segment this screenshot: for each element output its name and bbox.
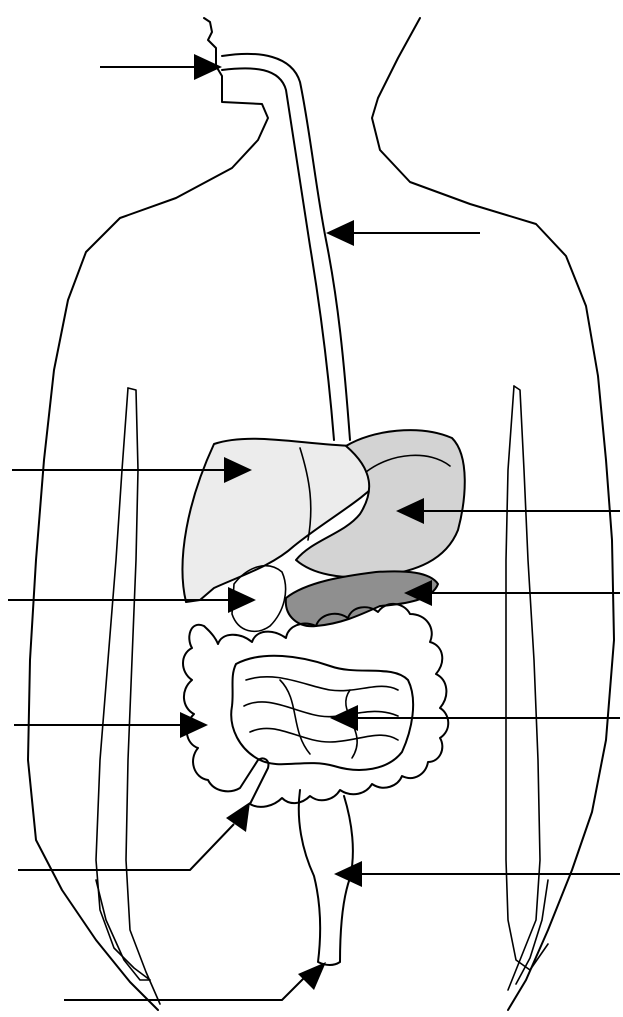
esophagus-outer (222, 54, 350, 440)
left-hand (96, 880, 150, 980)
small-intestine-loop-1 (246, 677, 398, 691)
small-intestine-loop-3 (250, 728, 398, 742)
left-inner-arm-edge (96, 388, 150, 980)
pointer-anus-arrowhead (298, 962, 326, 990)
pancreas (286, 571, 438, 626)
small-intestine-loop-2 (244, 702, 398, 717)
right-inner-arm-edge (506, 386, 548, 970)
pointer-large-intestine-arrowhead (180, 712, 208, 738)
large-intestine (183, 604, 448, 807)
esophagus (222, 54, 350, 440)
pointer-anus-line (64, 976, 306, 1000)
pointer-small-intestine-arrowhead (330, 705, 358, 731)
small-intestine (231, 656, 413, 770)
right-inner-arm (508, 386, 540, 990)
pointer-esophagus-arrowhead (326, 220, 354, 246)
pointer-mouth-arrowhead (194, 54, 222, 80)
esophagus-inner (222, 68, 334, 440)
left-inner-arm (126, 388, 160, 1004)
small-intestine-loop-4 (280, 680, 310, 754)
pointer-gallbladder-arrowhead (228, 587, 256, 613)
